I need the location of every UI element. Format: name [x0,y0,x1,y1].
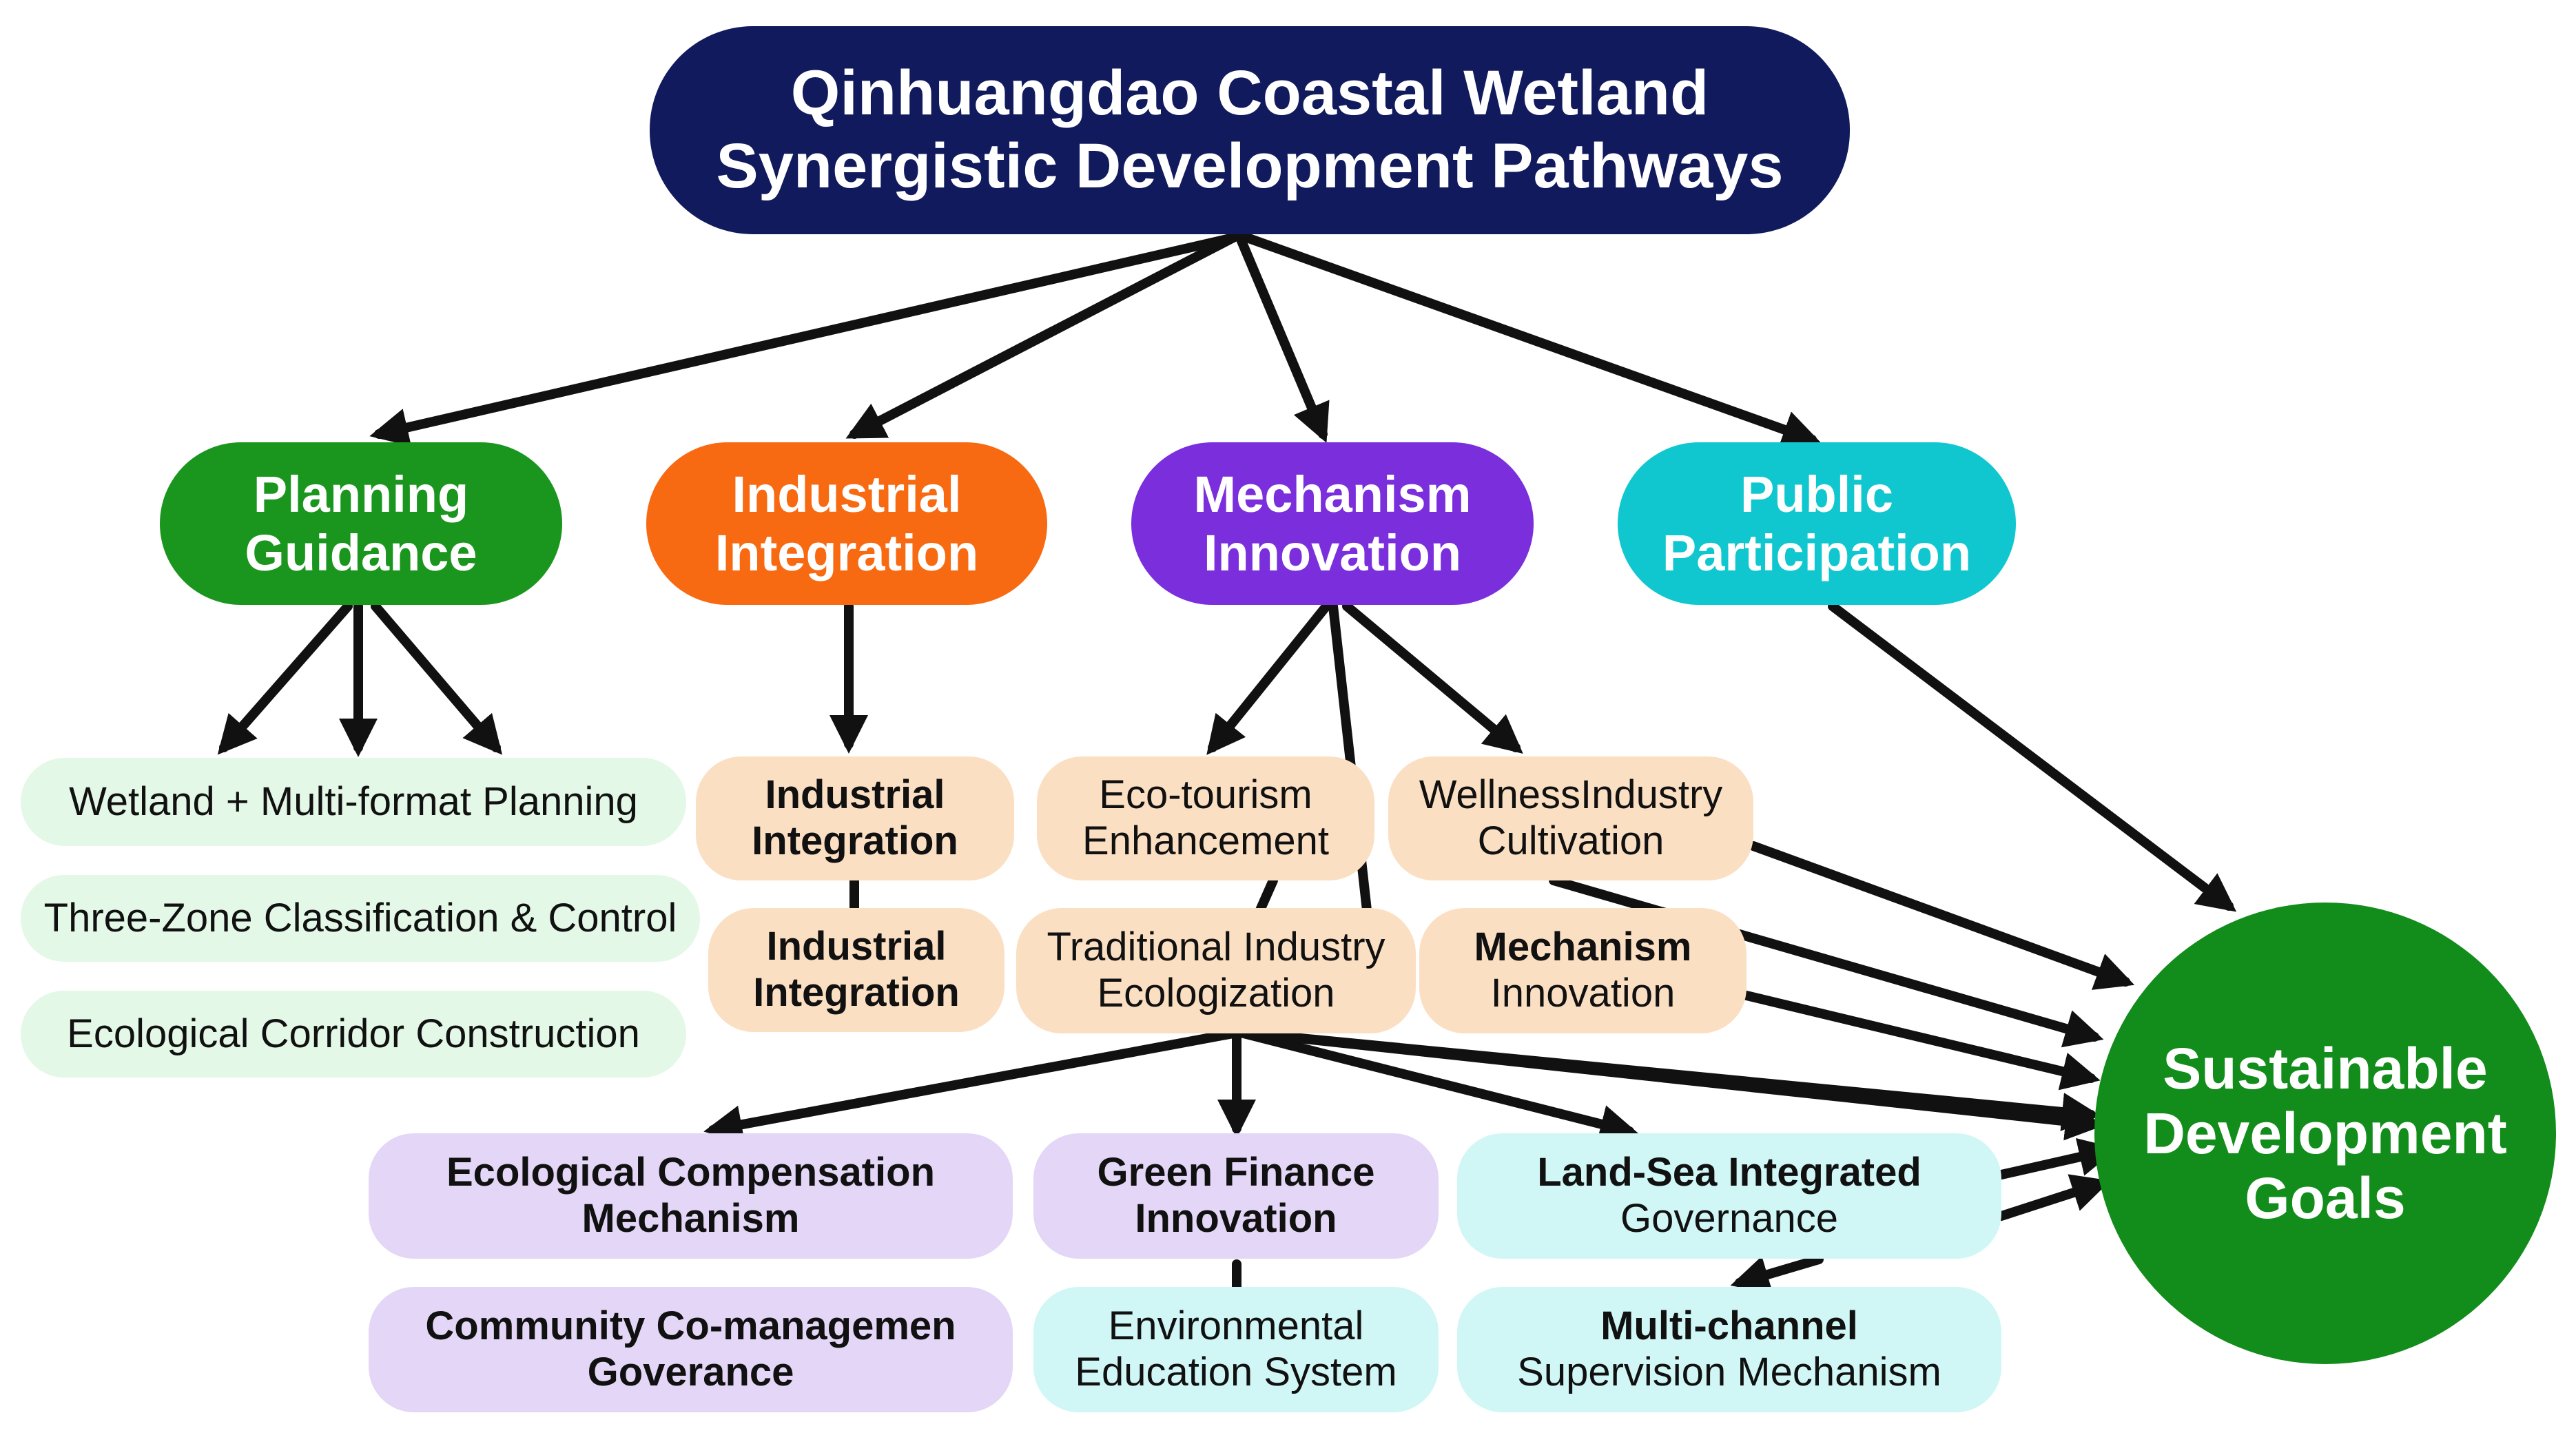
category-mechanism-innovation: Mechanism Innovation [1131,442,1534,605]
item-label-line-2: Integration [753,970,960,1015]
item-community-co-management-governance: Community Co-managemen Goverance [369,1287,1013,1412]
goal-label-line-3: Goals [2245,1166,2406,1231]
item-label-line-1: Community Co-managemen [425,1303,956,1349]
item-label: Ecological Corridor Construction [67,1011,640,1056]
item-label-line-1: Environmental [1108,1303,1364,1349]
item-label-line-1: Traditional Industry [1047,925,1385,970]
item-label-line-2: Innovation [1135,1196,1337,1241]
item-label-line-2: Ecologization [1097,971,1335,1016]
category-label-line-2: Innovation [1203,524,1462,581]
category-label-line-1: Public [1740,465,1894,523]
item-wetland-multi-format-planning: Wetland + Multi-format Planning [21,758,686,846]
item-ecological-corridor: Ecological Corridor Construction [21,991,686,1078]
item-multi-channel-supervision: Multi-channel Supervision Mechanism [1457,1287,2001,1412]
item-land-sea-integrated-governance: Land-Sea Integrated Governance [1457,1133,2001,1259]
goal-label-line-2: Development [2143,1100,2507,1166]
edge-mech-innov-goal [1742,991,2101,1091]
edge-landsea-supervision [1730,1255,1824,1293]
item-label-line-1: Ecological Compensation [446,1150,935,1195]
item-label-line-1: Multi-channel [1600,1303,1858,1349]
item-label-line-1: Green Finance [1097,1150,1375,1195]
category-label-line-2: Participation [1662,524,1972,581]
category-planning-guidance: Planning Guidance [160,442,562,605]
item-label-line-1: Mechanism [1474,925,1692,970]
item-environmental-education-system: Environmental Education System [1033,1287,1439,1412]
item-label-line-2: Goverance [587,1350,794,1394]
item-mechanism-innovation: Mechanism Innovation [1419,908,1746,1033]
title-line-2: Synergistic Development Pathways [716,131,1784,201]
goal-label-line-1: Sustainable [2163,1035,2488,1101]
item-label-line-1: Land-Sea Integrated [1537,1150,1921,1195]
title-line-1: Qinhuangdao Coastal Wetland [790,58,1709,129]
edge-title-industrial [845,233,1238,439]
edge-traditional-landsea [1239,1029,1639,1143]
item-label-line-1: WellnessIndustry [1419,772,1723,818]
item-label-line-2: Mechanism [581,1196,800,1241]
item-three-zone-classification: Three-Zone Classification & Control [21,875,700,962]
item-traditional-industry-ecologization: Traditional Industry Ecologization [1016,908,1416,1033]
item-label-line-2: Governance [1620,1196,1838,1241]
item-label-line-2: Enhancement [1082,818,1329,863]
item-label-line-2: Cultivation [1477,818,1665,863]
edge-mechanism-left [1206,601,1331,755]
item-label-line-1: Industrial [766,924,947,969]
item-wellness-industry-cultivation: WellnessIndustry Cultivation [1388,756,1753,880]
category-label-line-1: Mechanism [1193,465,1472,523]
edge-planning-right [371,601,503,755]
item-industrial-integration-b: Industrial Integration [708,908,1004,1032]
category-public-participation: Public Participation [1618,442,2016,605]
item-label-line-2: Innovation [1490,971,1676,1016]
item-ecological-compensation-mechanism: Ecological Compensation Mechanism [369,1133,1013,1259]
edge-traditional-goal-3 [1249,1029,2104,1141]
item-eco-tourism-enhancement: Eco-tourism Enhancement [1037,756,1374,880]
edge-title-mechanism [1235,233,1330,443]
category-label-line-1: Industrial [732,465,962,523]
edge-planning-left [217,601,353,755]
edge-wellness-goal [1749,841,2135,990]
category-label-line-1: Planning [253,465,469,523]
edge-title-planning [369,233,1238,446]
edge-traditional-compensation [703,1029,1238,1144]
item-label-line-2: Integration [752,818,958,863]
item-label-line-2: Education System [1075,1350,1397,1394]
item-label-line-1: Industrial [765,772,945,818]
edge-mechanism-right [1342,601,1523,754]
item-industrial-integration-a: Industrial Integration [696,756,1014,880]
item-label: Three-Zone Classification & Control [43,895,677,940]
edge-traditional-goal-1 [1549,876,2104,1048]
item-label-line-2: Supervision Mechanism [1517,1350,1941,1394]
item-label: Wetland + Multi-format Planning [69,779,638,824]
edge-landsea-goal-1 [1997,1137,2118,1179]
category-label-line-2: Integration [714,524,979,581]
item-green-finance-innovation: Green Finance Innovation [1033,1133,1439,1259]
edge-public-goal [1828,601,2237,912]
goal-sustainable-development: Sustainable Development Goals [2094,903,2556,1364]
edge-landsea-goal-2 [1997,1174,2111,1221]
item-label-line-1: Eco-tourism [1099,772,1312,818]
category-label-line-2: Guidance [245,524,477,581]
diagram-title: Qinhuangdao Coastal Wetland Synergistic … [650,26,1850,234]
edge-title-public [1242,233,1822,449]
category-industrial-integration: Industrial Integration [646,442,1047,605]
